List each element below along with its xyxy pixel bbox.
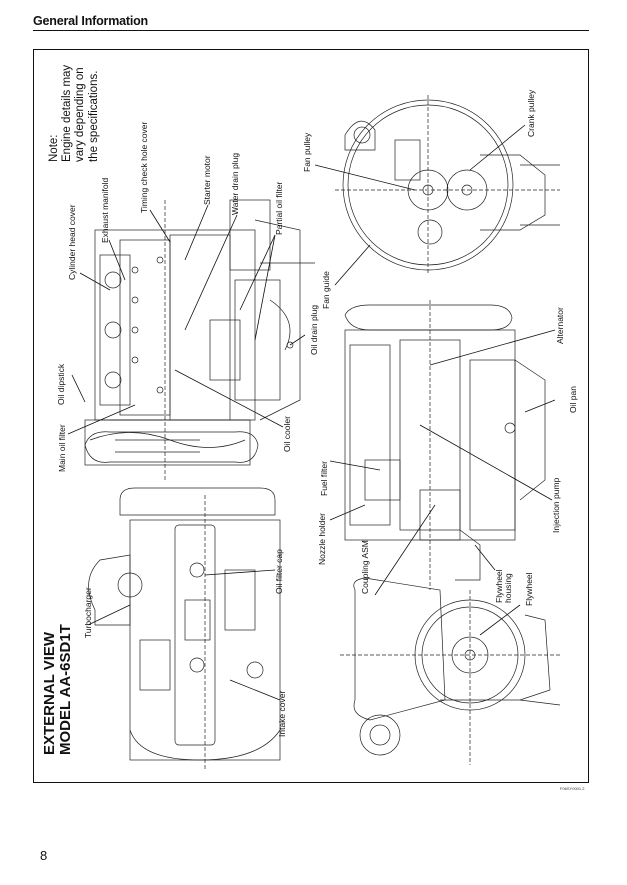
label-nozzle-holder: Nozzle holder xyxy=(317,513,327,565)
engine-front-view xyxy=(335,95,560,275)
engine-top-view xyxy=(88,487,281,770)
label-water-drain-plug: Water drain plug xyxy=(230,152,240,215)
label-main-oil-filter: Main oil filter xyxy=(57,424,67,472)
label-starter-motor: Starter motor xyxy=(202,155,212,205)
label-oil-pan: Oil pan xyxy=(568,386,578,413)
label-oil-filter-cap: Oil filter cap xyxy=(274,549,284,594)
label-flywheel-housing: Flywheel housing xyxy=(494,569,513,603)
label-fan-pulley: Fan pulley xyxy=(302,132,312,172)
figure-frame xyxy=(33,49,589,783)
label-oil-drain-plug: Oil drain plug xyxy=(309,304,319,355)
figure-title-line2: MODEL AA-6SD1T xyxy=(56,624,74,755)
label-cylinder-head-cover: Cylinder head cover xyxy=(67,204,77,280)
label-oil-dipstick: Oil dipstick xyxy=(56,363,66,405)
label-alternator: Alternator xyxy=(555,307,565,344)
label-fan-guide: Fan guide xyxy=(321,271,331,309)
label-coupling-asm: Coupling ASM xyxy=(360,540,370,594)
label-intake-cover: Intake cover xyxy=(277,690,287,737)
note-line3: vary depending on xyxy=(74,67,87,162)
label-fuel-filter: Fuel filter xyxy=(319,461,329,496)
engine-rear-view xyxy=(340,577,561,765)
leader-lines xyxy=(67,124,556,701)
note-block: Note: Engine details may vary depending … xyxy=(48,65,101,162)
header-divider xyxy=(33,30,589,31)
label-flywheel-housing-line2: housing xyxy=(502,573,513,603)
section-title: General Information xyxy=(33,14,148,28)
note-line4: the specifications. xyxy=(87,70,100,162)
figure-title: EXTERNAL VIEW MODEL AA-6SD1T xyxy=(41,624,74,755)
engine-side-view-exhaust xyxy=(84,199,315,480)
label-turbocharger: Turbocharger xyxy=(83,587,93,638)
engine-side-view-intake xyxy=(344,300,546,590)
fan-top-view xyxy=(84,431,259,463)
figure-id: F06SY0001.2 xyxy=(560,786,585,791)
label-injection-pump: Injection pump xyxy=(551,477,561,533)
label-exhaust-manifold: Exhaust manifold xyxy=(100,177,110,243)
figure-title-line1: EXTERNAL VIEW xyxy=(41,631,58,755)
label-oil-cooler: Oil cooler xyxy=(282,416,292,452)
note-line2: Engine details may xyxy=(61,64,74,162)
label-partial-oil-filter: Partial oil filter xyxy=(274,181,284,235)
label-flywheel: Flywheel xyxy=(524,572,534,606)
label-timing-check-hole-cover: Timing check hole cover xyxy=(139,121,149,213)
label-crank-pulley: Crank pulley xyxy=(526,89,536,137)
note-line1: Note: xyxy=(48,134,60,163)
page-number: 8 xyxy=(40,848,48,863)
